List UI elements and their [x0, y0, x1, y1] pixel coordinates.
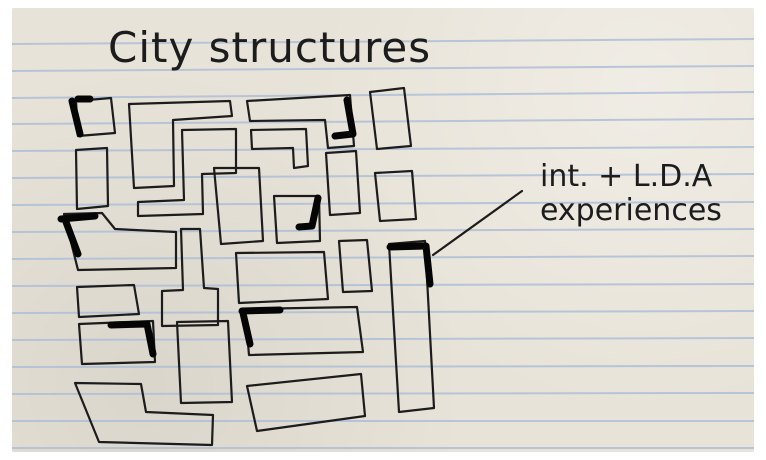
city-block [370, 88, 411, 149]
ruled-lines [12, 39, 754, 448]
city-block [245, 307, 363, 355]
ruled-line [12, 338, 754, 340]
city-block [138, 129, 236, 216]
annotation-pointer-line [433, 191, 522, 255]
ruled-line [12, 119, 754, 124]
heavy-corner-accent [390, 246, 430, 284]
city-block [214, 168, 263, 244]
ruled-line [12, 92, 754, 98]
heavy-corner-accent [242, 310, 280, 311]
heavy-corner-accent [335, 100, 353, 136]
annotation-line-1: int. + L.D.A [540, 159, 713, 194]
city-block [247, 374, 365, 431]
annotation-line-2: experiences [540, 193, 722, 228]
city-block [326, 151, 360, 215]
ruled-line [12, 256, 754, 259]
handwritten-title: City structures [108, 23, 431, 72]
heavy-corner-accent [72, 101, 80, 134]
sketch-svg: City structures int. + L.D.A experiences [12, 8, 754, 452]
city-block [75, 383, 213, 445]
city-structures [64, 88, 434, 445]
ruled-line [12, 311, 754, 313]
ruled-line [12, 393, 754, 394]
city-block [375, 171, 416, 221]
ruled-line [12, 366, 754, 367]
heavy-corner-accent [299, 198, 318, 227]
city-block [236, 252, 328, 303]
city-block [129, 101, 232, 188]
city-block [162, 229, 218, 326]
city-block [64, 213, 176, 270]
city-block [177, 321, 232, 403]
notebook-photo: City structures int. + L.D.A experiences [12, 8, 754, 452]
